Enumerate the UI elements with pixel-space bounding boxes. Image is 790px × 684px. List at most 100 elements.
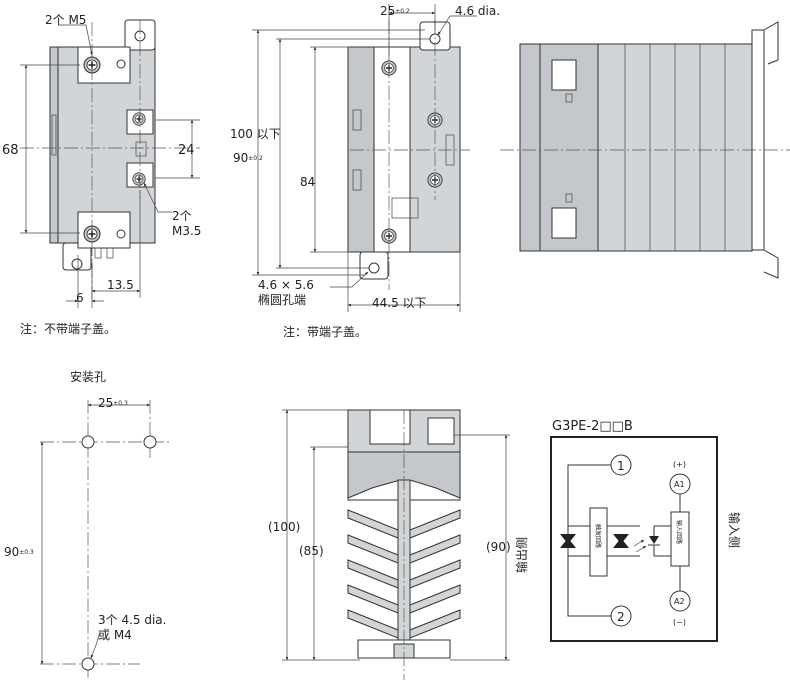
label-cover-pitch: 25±0.2 <box>380 4 410 18</box>
fin-left-3 <box>347 559 399 589</box>
fin-right-1 <box>409 509 461 539</box>
cover-bottom-hole <box>368 262 380 274</box>
cover-body-left <box>347 46 375 253</box>
heatsink-terminal-1 <box>369 409 411 445</box>
heatsink-terminal-2 <box>427 417 455 445</box>
front-foot-2 <box>106 247 114 259</box>
front-body-edge <box>49 46 59 244</box>
side-tab-top <box>763 21 779 65</box>
label-front-height: 68 <box>2 143 19 158</box>
front-foot-1 <box>94 247 102 259</box>
front-leader-m5 <box>58 24 93 56</box>
fin-right-2 <box>409 534 461 564</box>
label-input-side: 输入侧 <box>727 512 742 548</box>
label-front-pitch: 24 <box>178 143 195 158</box>
label-mount-holes-alt: 或 M4 <box>98 628 132 642</box>
front-leader-m35 <box>143 182 172 213</box>
terminal-2-label: 2 <box>617 610 625 624</box>
mounting-title: 安装孔 <box>70 369 106 384</box>
label-mount-pitch: 25±0.3 <box>98 396 128 410</box>
fin-left-4 <box>347 584 399 614</box>
front-bottom-tab <box>62 242 92 271</box>
label-screw-top: 2个 M5 <box>45 13 86 27</box>
front-bottom-tab-hole <box>71 258 83 270</box>
heatsink-fins-left <box>347 509 399 639</box>
fin-right-3 <box>409 559 461 589</box>
side-clip-2 <box>565 193 573 203</box>
side-plate <box>751 29 765 251</box>
cover-view: 25±0.2 4.6 dia. 100 以下 90±0.2 84 4.6 × 5… <box>230 4 500 339</box>
photo-coupler <box>633 536 660 553</box>
terminal-a1-label: A1 <box>674 480 685 489</box>
side-view <box>500 21 790 279</box>
fin-right-5 <box>409 609 461 639</box>
label-cover-depth: 44.5 以下 <box>372 296 427 310</box>
label-screw-mid-count: 2个 <box>172 209 192 223</box>
mount-hole-top-right <box>143 435 157 449</box>
mount-hole-top-left <box>81 435 95 449</box>
cover-terminal-strip <box>373 46 411 253</box>
trigger-circuit-block <box>589 507 608 577</box>
side-clip-1 <box>565 93 573 103</box>
circuit-model: G3PE-2□□B <box>552 419 633 434</box>
front-indicator <box>135 141 147 157</box>
cover-leader-hole <box>437 15 477 36</box>
cover-window <box>391 197 419 219</box>
light-arrow-1 <box>633 539 645 547</box>
label-plus: (+) <box>673 460 686 469</box>
label-mount-height: 90±0.3 <box>4 545 34 559</box>
front-screw-mid-top <box>132 112 146 126</box>
front-screw-mid-bottom <box>132 172 146 186</box>
front-view: 2个 M5 68 24 2个 M3.5 6 13.5 注：不带端子盖。 <box>2 13 201 336</box>
front-small-screw-1 <box>116 59 126 69</box>
mounting-holes-view: 安装孔 25±0.3 90±0.3 3个 4.5 dia. 或 M4 <box>4 369 170 680</box>
mount-hole-bottom <box>81 657 95 671</box>
heatsink-view: (100) (85) (90) <box>268 409 511 680</box>
terminal-1-label: 1 <box>617 459 625 473</box>
terminal-a2-label: A2 <box>674 597 685 606</box>
side-block-top <box>551 59 577 91</box>
front-small-screw-2 <box>116 229 126 239</box>
fin-left-2 <box>347 534 399 564</box>
cover-slot-2 <box>352 169 362 191</box>
heatsink-fins-right <box>409 509 461 639</box>
circuit-frame <box>550 436 718 642</box>
label-cover-slot: 4.6 × 5.6 <box>258 278 314 292</box>
circuit-diagram: G3PE-2□□B 输出侧 输入侧 1 2 A1 A2 (+) (−) 触发回路 <box>514 419 742 642</box>
label-mount-holes: 3个 4.5 dia. <box>98 613 166 627</box>
label-cover-height: 90±0.2 <box>233 151 263 165</box>
triac-right-up <box>613 538 629 548</box>
fin-right-4 <box>409 584 461 614</box>
label-hs-total: (100) <box>268 520 300 534</box>
label-cover-hole: 4.6 dia. <box>455 4 500 18</box>
trigger-circuit-label: 触发回路 <box>594 524 602 548</box>
label-cover-slot-desc: 椭圆孔端 <box>258 292 306 307</box>
label-minus: (−) <box>673 618 686 627</box>
led-symbol <box>649 536 659 544</box>
label-hs-right: (90) <box>486 540 511 554</box>
fin-left-1 <box>347 509 399 539</box>
triac-left-up <box>560 538 576 548</box>
triac-right <box>613 534 629 548</box>
mount-leader <box>90 631 101 659</box>
label-cover-height-max: 100 以下 <box>230 127 281 141</box>
light-arrow-2 <box>635 545 647 553</box>
side-block-bottom <box>551 207 577 239</box>
note-cover: 注：带端子盖。 <box>283 324 367 339</box>
label-cover-inner-height: 84 <box>300 175 315 189</box>
cover-slot-1 <box>352 109 362 131</box>
label-front-width: 13.5 <box>107 278 134 292</box>
fin-left-5 <box>347 609 399 639</box>
cover-leader-slot <box>330 271 369 288</box>
triac-left <box>560 534 576 548</box>
label-output-side: 输出侧 <box>514 537 529 573</box>
label-screw-mid-size: M3.5 <box>172 224 201 238</box>
note-front: 注：不带端子盖。 <box>20 321 116 336</box>
label-hs-fins: (85) <box>299 544 324 558</box>
side-tab-bottom <box>763 249 779 279</box>
label-offset: 6 <box>76 291 84 305</box>
front-side-slot <box>51 114 57 156</box>
input-circuit-label: 输入回路 <box>675 520 683 544</box>
